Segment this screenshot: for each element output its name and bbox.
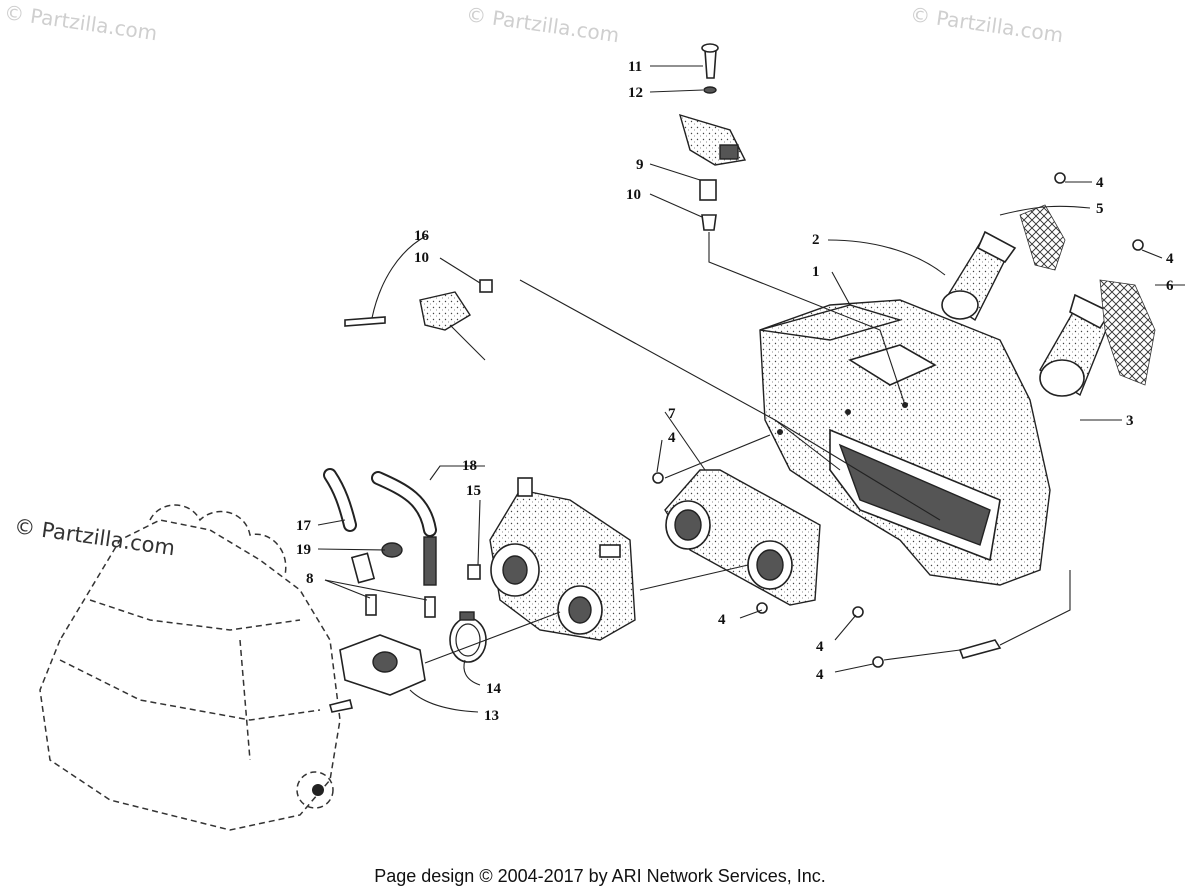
mount-bracket-top <box>678 43 747 231</box>
fitting-left <box>365 594 377 616</box>
hose-piece <box>350 552 376 584</box>
intake-boot-lower <box>1039 293 1112 397</box>
leader-lines <box>317 65 1185 713</box>
callout-18: 18 <box>462 458 477 474</box>
fitting-15 <box>467 564 481 580</box>
callout-4-bottom-right: 4 <box>816 667 824 683</box>
callout-8: 8 <box>306 571 314 587</box>
fitting-right <box>424 596 436 618</box>
callout-15: 15 <box>466 483 481 499</box>
callout-13: 13 <box>484 708 499 724</box>
bolt-long <box>958 639 1002 659</box>
bolt-bottom-mid <box>852 606 864 618</box>
intake-boot-upper <box>941 230 1017 322</box>
callout-6: 6 <box>1166 278 1174 294</box>
callout-5: 5 <box>1096 201 1104 217</box>
callout-4-bottom-left: 4 <box>718 612 726 628</box>
callout-3: 3 <box>1126 413 1134 429</box>
callout-4-plate: 4 <box>668 430 676 446</box>
callout-9: 9 <box>636 157 644 173</box>
callout-10-left: 10 <box>414 250 429 266</box>
bolt-right <box>1132 239 1144 251</box>
callout-labels: 11 12 9 10 16 10 2 1 4 5 4 6 3 7 4 18 15… <box>296 59 1174 724</box>
screen-upper <box>1019 204 1066 271</box>
engine-outline <box>39 504 341 831</box>
intake-flange <box>329 634 426 713</box>
callout-14: 14 <box>486 681 502 697</box>
callout-17: 17 <box>296 518 312 534</box>
callout-16: 16 <box>414 228 430 244</box>
bolt-plate <box>652 472 664 484</box>
page-footer: Page design © 2004-2017 by ARI Network S… <box>374 866 826 886</box>
bolt-bottom-right <box>872 656 884 668</box>
carburetor-assembly <box>489 477 636 641</box>
callout-4-top: 4 <box>1096 175 1104 191</box>
air-silencer-box <box>759 299 1051 586</box>
clamp-ring <box>449 611 487 663</box>
callout-19: 19 <box>296 542 311 558</box>
callout-12: 12 <box>628 85 643 101</box>
parts-diagram: 11 12 9 10 16 10 2 1 4 5 4 6 3 7 4 18 15… <box>39 43 1185 831</box>
callout-4-right: 4 <box>1166 251 1174 267</box>
bolt-top-right <box>1054 172 1066 184</box>
hose-straight <box>423 536 437 586</box>
adaptor-plate <box>664 469 821 606</box>
callout-1: 1 <box>812 264 820 280</box>
callout-10-top: 10 <box>626 187 641 203</box>
mount-bracket-left <box>344 279 493 361</box>
callout-4-bottom-mid: 4 <box>816 639 824 655</box>
callout-7: 7 <box>668 406 676 422</box>
screen-lower <box>1099 279 1156 386</box>
callout-2: 2 <box>812 232 820 248</box>
callout-11: 11 <box>628 59 642 75</box>
